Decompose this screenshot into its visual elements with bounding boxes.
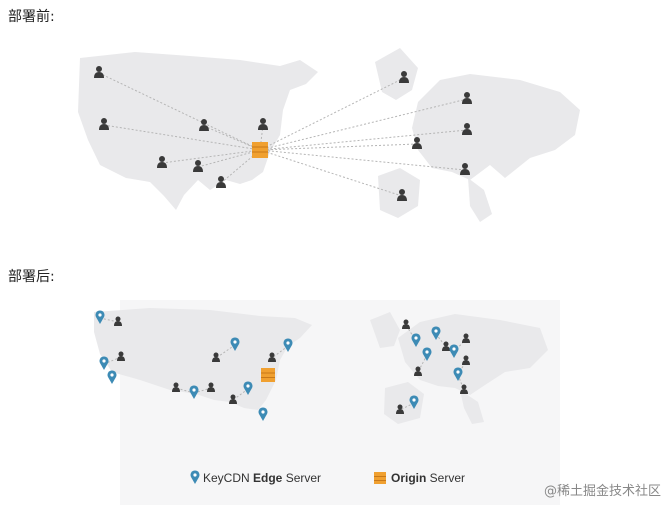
edge-map-pin-icon bbox=[431, 326, 441, 340]
user-person-icon bbox=[229, 394, 237, 404]
edge-map-pin-icon bbox=[99, 356, 109, 370]
legend-edge-label: KeyCDN Edge Server bbox=[203, 471, 321, 485]
user-person-icon bbox=[397, 189, 407, 201]
user-person-icon bbox=[402, 319, 410, 329]
edge-map-pin-icon bbox=[230, 337, 240, 351]
edge-map-pin-icon bbox=[411, 333, 421, 347]
origin-server-icon bbox=[252, 142, 268, 158]
edge-map-pin-icon bbox=[449, 344, 459, 358]
edge-map-pin-icon bbox=[422, 347, 432, 361]
edge-map-pin-icon bbox=[453, 367, 463, 381]
edge-map-pin-icon bbox=[283, 338, 293, 352]
edge-map-pin-icon bbox=[107, 370, 117, 384]
usa-landmass bbox=[94, 308, 312, 410]
edge-map-pin-icon bbox=[409, 395, 419, 409]
legend-edge-bold: Edge bbox=[253, 471, 283, 485]
legend-origin-bold: Origin bbox=[391, 471, 426, 485]
legend-edge-prefix: KeyCDN bbox=[203, 471, 253, 485]
europe-landmass bbox=[375, 48, 580, 222]
legend: KeyCDN Edge Server Origin Server bbox=[190, 470, 465, 485]
after-deployment-caption: 部署后: bbox=[8, 269, 55, 285]
user-person-icon bbox=[268, 352, 276, 362]
user-person-icon bbox=[460, 384, 468, 394]
user-person-icon bbox=[462, 333, 470, 343]
user-person-icon bbox=[114, 316, 122, 326]
user-person-icon bbox=[412, 137, 422, 149]
user-person-icon bbox=[212, 352, 220, 362]
user-person-icon bbox=[460, 163, 470, 175]
legend-origin-server-icon bbox=[374, 472, 386, 484]
user-person-icon bbox=[94, 66, 104, 78]
user-person-icon bbox=[399, 71, 409, 83]
edge-map-pin-icon bbox=[258, 407, 268, 421]
edge-map-pin-icon bbox=[189, 385, 199, 399]
legend-origin-label: Origin Server bbox=[391, 471, 465, 485]
user-person-icon bbox=[207, 382, 215, 392]
watermark: @稀土掘金技术社区 bbox=[543, 484, 661, 499]
user-person-icon bbox=[193, 160, 203, 172]
edge-map-pin-icon bbox=[243, 381, 253, 395]
before-deployment-caption: 部署前: bbox=[8, 9, 55, 25]
user-person-icon bbox=[396, 404, 404, 414]
user-person-icon bbox=[199, 119, 209, 131]
user-person-icon bbox=[462, 355, 470, 365]
legend-edge-suffix: Server bbox=[282, 471, 321, 485]
edge-map-pin-icon bbox=[95, 310, 105, 324]
legend-edge-map-pin-icon bbox=[190, 470, 200, 484]
connection-lines bbox=[98, 72, 468, 197]
user-person-icon bbox=[117, 351, 125, 361]
legend-origin-suffix: Server bbox=[426, 471, 465, 485]
user-person-icon bbox=[157, 156, 167, 168]
before-deployment-map bbox=[78, 48, 580, 222]
user-person-icon bbox=[462, 92, 472, 104]
user-person-icon bbox=[172, 382, 180, 392]
user-person-icon bbox=[442, 341, 450, 351]
origin-server-icon bbox=[261, 368, 275, 382]
usa-landmass bbox=[78, 52, 318, 210]
user-person-icon bbox=[414, 366, 422, 376]
user-person-icon bbox=[216, 176, 226, 188]
user-person-icon bbox=[258, 118, 268, 130]
user-person-icon bbox=[99, 118, 109, 130]
user-person-icon bbox=[462, 123, 472, 135]
after-deployment-map: KeyCDN Edge Server Origin Server bbox=[94, 300, 560, 505]
